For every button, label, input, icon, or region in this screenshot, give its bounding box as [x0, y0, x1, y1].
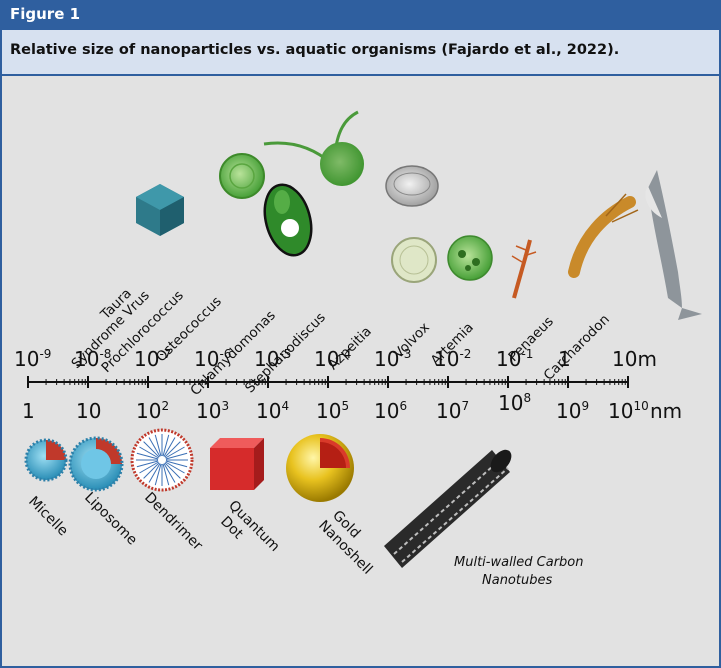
meter-tick-label: 10-4 — [314, 347, 351, 371]
carbon-nanotubes-icon — [384, 449, 512, 568]
azpeitia-icon — [391, 237, 437, 283]
meter-tick-label: 1 — [558, 347, 571, 371]
carcharodon-icon — [645, 170, 702, 320]
dendrimer-spoke — [162, 434, 170, 457]
nm-tick-label: 104 — [256, 399, 289, 423]
meter-tick-label: 10-5 — [254, 347, 291, 371]
svg-text:10-7: 10-7 — [134, 347, 171, 371]
osteococcus-icon — [263, 183, 313, 257]
meter-tick-label: 10-3 — [374, 347, 411, 371]
meter-scale: 10-9 10-8 10-7 10-6 10-5 10-4 10-3 10-2 … — [14, 347, 657, 371]
dendrimer-spoke — [143, 441, 160, 458]
svg-text:1: 1 — [22, 399, 35, 423]
nm-tick-label: 107 — [436, 399, 469, 423]
gold-nanoshell-icon — [286, 434, 354, 502]
label-liposome: Liposome — [81, 490, 140, 549]
svg-text:105: 105 — [316, 399, 349, 423]
svg-text:106: 106 — [374, 399, 407, 423]
svg-text:108: 108 — [498, 391, 531, 415]
prochlorococcus-icon — [219, 153, 265, 199]
svg-text:10-9: 10-9 — [14, 347, 51, 371]
meter-tick-label: 10-2 — [434, 347, 471, 371]
nm-tick-label: 1010 — [608, 399, 649, 423]
svg-text:10-3: 10-3 — [374, 347, 411, 371]
label-carbon-nanotubes-line1: Multi-walled Carbon — [454, 555, 584, 570]
figure-caption: Relative size of nanoparticles vs. aquat… — [10, 42, 620, 58]
dendrimer-spoke — [148, 463, 161, 483]
taura-virus-icon — [136, 184, 184, 236]
caption-bar: Relative size of nanoparticles vs. aquat… — [2, 30, 719, 76]
meter-tick-label: 10-6 — [194, 347, 231, 371]
dendrimer-spoke — [165, 461, 185, 474]
meter-tick-label: 10m — [612, 347, 657, 371]
svg-text:10-6: 10-6 — [194, 347, 231, 371]
dendrimer-spoke — [136, 452, 159, 460]
dendrimer-spoke — [164, 441, 181, 458]
label-dendrimer: Dendrimer — [141, 490, 205, 554]
nm-unit-label: nm — [650, 399, 682, 423]
dendrimer-spoke — [154, 434, 162, 457]
dendrimer-spoke — [163, 463, 176, 483]
nm-tick-label: 102 — [136, 399, 169, 423]
dendrimer-spoke — [162, 463, 170, 486]
dendrimer-spokes — [136, 434, 188, 486]
nm-tick-label: 106 — [374, 399, 407, 423]
nm-tick-label: 10 — [76, 399, 101, 423]
svg-text:10m: 10m — [612, 347, 657, 371]
svg-text:103: 103 — [196, 399, 229, 423]
svg-text:10-4: 10-4 — [314, 347, 351, 371]
dendrimer-spoke — [139, 461, 159, 474]
label-carbon-nanotubes-line2: Nanotubes — [482, 573, 552, 588]
svg-text:10: 10 — [76, 399, 101, 423]
label-micelle: Micelle — [25, 494, 71, 540]
dendrimer-spoke — [165, 446, 185, 459]
dendrimer-spoke — [136, 460, 159, 468]
dendrimer-spoke — [143, 462, 160, 479]
svg-text:1010: 1010 — [608, 399, 649, 423]
dendrimer-spoke — [154, 463, 162, 486]
figure-label: Figure 1 — [10, 5, 81, 23]
liposome-icon — [68, 436, 124, 492]
dendrimer-icon — [130, 428, 194, 492]
artemia-icon — [511, 239, 537, 299]
svg-text:104: 104 — [256, 399, 289, 423]
svg-text:10-5: 10-5 — [254, 347, 291, 371]
meter-tick-label: 10-8 — [74, 347, 111, 371]
axis-ticks — [27, 376, 629, 388]
nm-tick-label: 109 — [556, 399, 589, 423]
svg-text:1: 1 — [558, 347, 571, 371]
figure-label-bar: Figure 1 — [2, 2, 719, 30]
svg-text:10-8: 10-8 — [74, 347, 111, 371]
meter-tick-label: 10-9 — [14, 347, 51, 371]
scale-axis — [27, 376, 629, 388]
dendrimer-spoke — [164, 462, 181, 479]
nm-scale: 1 10 102 103 104 105 106 107 108 109 101… — [22, 391, 682, 423]
meter-tick-label: 10-1 — [496, 347, 533, 371]
nm-tick-label: 1 — [22, 399, 35, 423]
size-scale-diagram: Taura Syndrome Vrus Prochlorococcus Oste… — [14, 110, 702, 588]
svg-text:10-2: 10-2 — [434, 347, 471, 371]
nm-tick-label: 103 — [196, 399, 229, 423]
svg-text:109: 109 — [556, 399, 589, 423]
stephanodiscus-icon — [385, 165, 439, 207]
dendrimer-spoke — [165, 460, 188, 468]
dendrimer-spoke — [163, 437, 176, 457]
chlamydomonas-icon — [263, 110, 364, 186]
quantum-dot-icon — [210, 438, 264, 490]
dendrimer-spoke — [139, 446, 159, 459]
svg-text:10-1: 10-1 — [496, 347, 533, 371]
svg-text:102: 102 — [136, 399, 169, 423]
svg-text:107: 107 — [436, 399, 469, 423]
nm-tick-label: 105 — [316, 399, 349, 423]
micelle-icon — [24, 438, 68, 482]
diagram-panel: Taura Syndrome Vrus Prochlorococcus Oste… — [2, 76, 719, 666]
dendrimer-spoke — [165, 452, 188, 460]
volvox-icon — [447, 235, 493, 281]
nm-tick-label: 108 — [498, 391, 531, 415]
penaeus-icon — [568, 193, 639, 278]
dendrimer-spoke — [148, 437, 161, 457]
meter-tick-label: 10-7 — [134, 347, 171, 371]
